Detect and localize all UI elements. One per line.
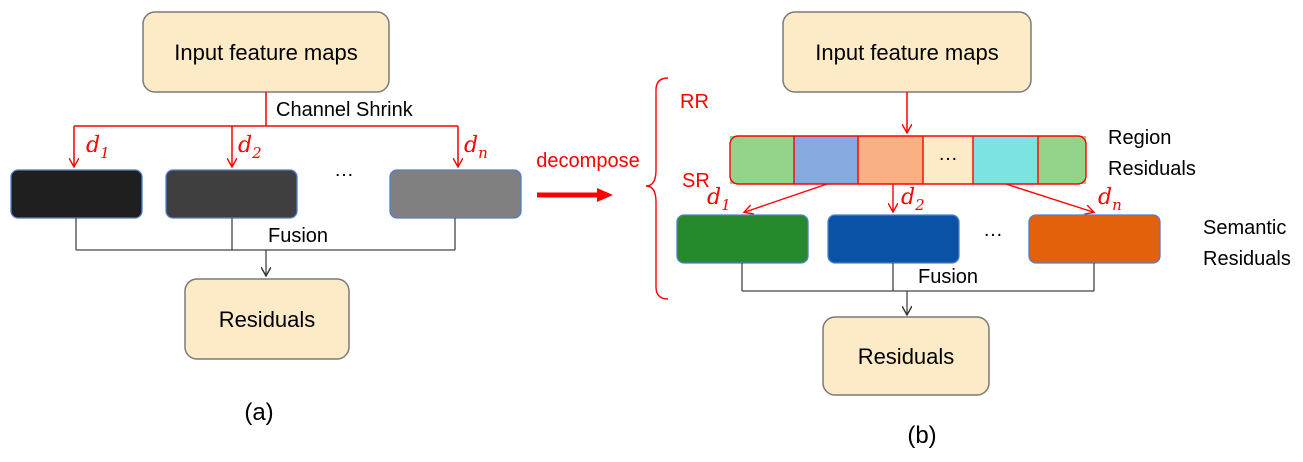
region-cell-5 [973, 136, 1038, 184]
region-residuals-strip: … [729, 135, 1087, 185]
panel-b: RR SR Input feature maps … Region [645, 11, 1292, 449]
rr-label: RR [680, 91, 709, 113]
shrunk-map-2-a [165, 169, 298, 219]
decompose-label: decompose [536, 150, 639, 172]
region-cell-2 [794, 136, 858, 184]
d2-label-b: d2 [901, 185, 925, 214]
region-cell-4 [923, 136, 973, 184]
residuals-box-b [822, 316, 990, 396]
residuals-label-b: Residuals [858, 344, 955, 369]
shrunk-map-1-a [10, 169, 143, 219]
channel-shrink-label: Channel Shrink [276, 99, 414, 121]
dn-label-a: dn [464, 133, 488, 162]
fusion-label-a: Fusion [268, 225, 328, 247]
ellipsis-b: … [983, 219, 1003, 241]
decompose-arrow: decompose [536, 150, 640, 202]
semantic-split-b [745, 183, 1093, 212]
channel-shrink-split-a [74, 92, 458, 166]
region-cell-3 [858, 136, 923, 184]
residuals-label-a: Residuals [219, 307, 316, 332]
d1-label-b: d1 [707, 185, 731, 214]
semantic-residuals-label: Semantic Residuals [1203, 217, 1292, 270]
caption-a: (a) [244, 399, 273, 426]
residuals-box-a [184, 278, 350, 360]
semantic-map-1-b [676, 214, 809, 264]
fusion-lines-b [741, 263, 1095, 314]
region-cell-1 [730, 136, 794, 184]
fusion-label-b: Fusion [918, 266, 978, 288]
semantic-map-n-b [1028, 214, 1161, 264]
bracket-b [645, 77, 669, 300]
caption-b: (b) [907, 422, 936, 449]
d1-label-a: d1 [86, 133, 110, 162]
region-cell-6 [1038, 136, 1086, 184]
dn-label-b: dn [1098, 185, 1122, 214]
panel-a: Input feature maps Channel Shrink d1 d2 … [10, 11, 522, 426]
shrunk-map-n-a [389, 169, 522, 219]
region-residuals-label: Region Residuals [1108, 127, 1196, 180]
input-feature-maps-label-b: Input feature maps [815, 40, 998, 65]
region-ellipsis: … [938, 143, 958, 165]
d2-label-a: d2 [238, 133, 262, 162]
fusion-lines-a [75, 218, 456, 275]
sr-label: SR [682, 170, 710, 192]
input-feature-maps-label-a: Input feature maps [174, 40, 357, 65]
semantic-map-2-b [827, 214, 960, 264]
ellipsis-a: … [334, 159, 354, 181]
